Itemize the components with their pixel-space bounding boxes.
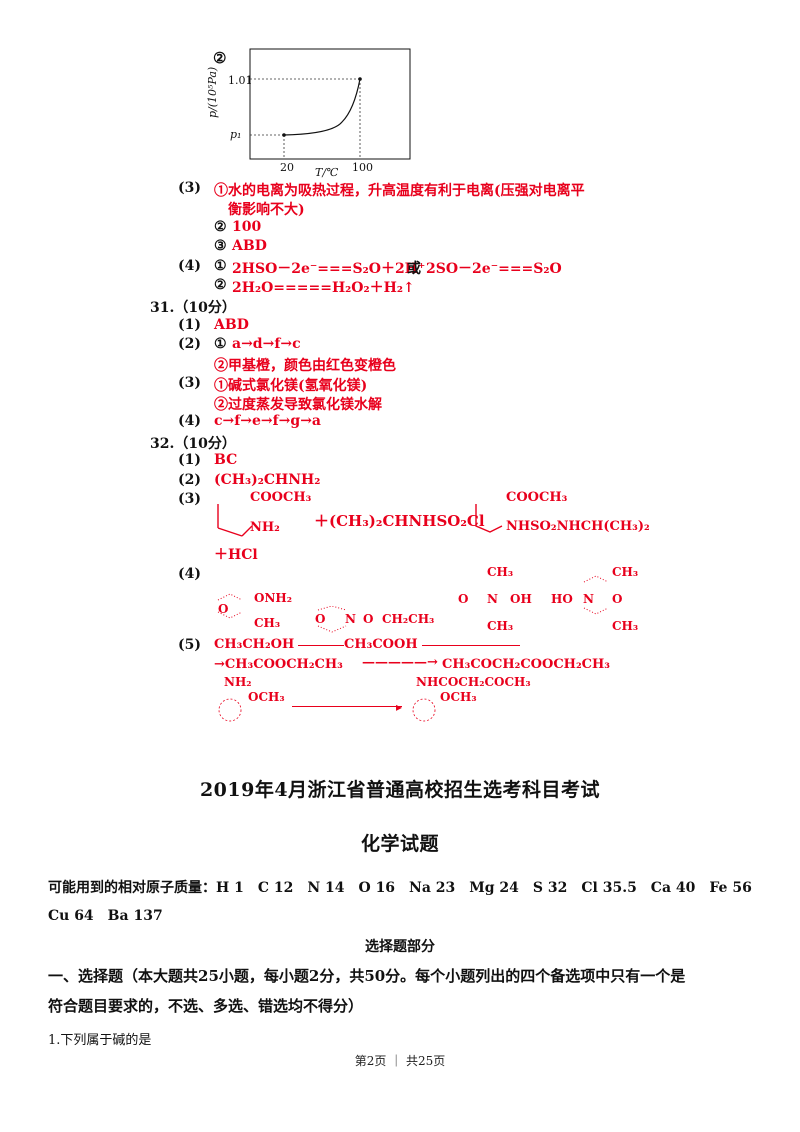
q31-part2-answer-b: ②甲基橙，颜色由红色变橙色	[214, 358, 396, 374]
atomic-masses-line1: 可能用到的相对原子质量：H 1 C 12 N 14 O 16 Na 23 Mg …	[48, 880, 752, 896]
structure-1-ch3: CH₃	[254, 616, 281, 630]
q30-part4-label: (4)	[178, 258, 201, 274]
exam-title: 2019年4月浙江省普通高校招生选考科目考试	[199, 779, 601, 801]
q32-part3-product: NHSO₂NHCH(CH₃)₂	[506, 519, 650, 534]
graph-y-low: p₁	[230, 128, 242, 141]
q30-part4-answer1-alt: 2SO－2e⁻===S₂O	[426, 261, 562, 277]
q32-part1-label: (1)	[178, 452, 201, 468]
q30-part4-answer1-or: 或	[407, 261, 421, 277]
q31-part1-answer: ABD	[214, 317, 249, 333]
graph-y-label: p/(10⁵Pa)	[206, 66, 219, 118]
exam-subtitle: 化学试题	[360, 833, 439, 855]
q31-part3-label: (3)	[178, 375, 201, 391]
page-footer: 第2页 ｜ 共25页	[354, 1054, 446, 1068]
q32-part3-cooch3-b: COOCH₃	[506, 490, 568, 505]
q30-part4-answer1: 2HSO－2e⁻===S₂O＋2H⁺	[232, 261, 426, 277]
pressure-temperature-graph	[249, 48, 411, 160]
q30-part4-answer1-num: ①	[214, 258, 227, 274]
q31-part4-label: (4)	[178, 413, 201, 429]
q32-part3-reagent: ＋(CH₃)₂CHNHSO₂Cl	[314, 512, 485, 530]
q32-part3-label: (3)	[178, 491, 201, 507]
structure-1-o: O	[218, 602, 229, 616]
q30-part3-answer2-num: ②	[214, 219, 227, 235]
structure-2-chain: CH₂CH₃	[382, 612, 435, 626]
question-1: 1.下列属于碱的是	[48, 1033, 152, 1048]
structure-3-o: O	[458, 592, 469, 606]
structure-4-n: N	[583, 592, 594, 606]
structure-2-n: N	[345, 612, 356, 626]
q32-part5-label: (5)	[178, 637, 201, 653]
q32-part5-line1-start: CH₃CH₂OH	[214, 637, 295, 652]
q32-part3-nh2: NH₂	[250, 520, 280, 535]
q31-part2-a-num: ①	[214, 336, 227, 352]
graph-x-tick-20: 20	[280, 161, 294, 174]
q32-heading: 32.（10分）	[150, 436, 236, 452]
q32-part3-hcl: ＋HCl	[214, 547, 258, 563]
q32-part5-nh2: NH₂	[224, 675, 252, 689]
structure-2-ring	[317, 606, 347, 633]
q30-part4-answer2-num: ②	[214, 277, 227, 293]
arrow-3: —————→	[362, 655, 438, 670]
q32-part5-line2-start: →CH₃COOCH₂CH₃	[214, 657, 343, 672]
q30-part4-answer2: 2H₂O=====H₂O₂＋H₂↑	[232, 280, 415, 296]
q32-part4-label: (4)	[178, 566, 201, 582]
benzene-ring-product	[475, 504, 503, 533]
arrow-1	[298, 645, 344, 646]
structure-2-o2: O	[363, 612, 374, 626]
benzene-ring-reactant	[217, 504, 253, 537]
structure-2-o: O	[315, 612, 326, 626]
structure-3-oh: OH	[510, 592, 532, 606]
q32-part5-och3-b: OCH₃	[440, 690, 477, 704]
q32-part1-answer: BC	[214, 452, 238, 468]
instructions-line1: 一、选择题（本大题共25小题，每小题2分，共50分。每个小题列出的四个备选项中只…	[48, 967, 686, 985]
arrow-4	[292, 706, 402, 707]
q31-part3-answer-a: ①碱式氯化镁(氢氧化镁)	[214, 378, 368, 394]
structure-4-ch3-top: CH₃	[612, 565, 639, 579]
q32-part5-och3-a: OCH₃	[248, 690, 285, 704]
q32-part2-label: (2)	[178, 472, 201, 488]
structure-4-ch3-bottom: CH₃	[612, 619, 639, 633]
q32-part5-line1-mid: CH₃COOH	[344, 637, 418, 652]
q31-part2-label: (2)	[178, 336, 201, 352]
structure-1-onh2: ONH₂	[254, 591, 293, 605]
q30-part3-answer1-line2: 衡影响不大)	[228, 202, 305, 218]
q30-part3-answer3-num: ③	[214, 238, 227, 254]
q30-part3-answer1-line1: ①水的电离为吸热过程，升高温度有利于电离(压强对电离平	[214, 183, 585, 199]
arrow-4-head: ▸	[396, 700, 403, 714]
structure-3-ch3-bottom: CH₃	[487, 619, 514, 633]
q31-part2-answer-a: a→d→f→c	[232, 336, 301, 352]
q31-part3-answer-b: ②过度蒸发导致氯化镁水解	[214, 397, 382, 413]
arrow-2	[422, 645, 520, 646]
structure-4-ho: HO	[551, 592, 573, 606]
section-heading: 选择题部分	[365, 939, 435, 955]
benzene-ring-aniline	[218, 698, 242, 722]
q31-part4-answer: c→f→e→f→g→a	[214, 413, 321, 429]
structure-3-ch3-top: CH₃	[487, 565, 514, 579]
q30-part3-label: (3)	[178, 180, 201, 196]
q32-part5-line2-end: CH₃COCH₂COOCH₂CH₃	[442, 657, 610, 672]
graph-y-top: 1.01	[228, 74, 253, 87]
q31-part1-label: (1)	[178, 317, 201, 333]
q30-part3-answer3: ABD	[232, 238, 267, 254]
structure-4-o: O	[612, 592, 623, 606]
q31-heading: 31.（10分）	[150, 300, 236, 316]
q32-part5-nhco: NHCOCH₂COCH₃	[416, 675, 531, 689]
graph-marker: ②	[213, 49, 227, 67]
graph-x-tick-100: 100	[352, 161, 373, 174]
benzene-ring-product-2	[412, 698, 436, 722]
atomic-masses-line2: Cu 64 Ba 137	[48, 908, 163, 924]
q32-part2-answer: (CH₃)₂CHNH₂	[214, 472, 321, 488]
instructions-line2: 符合题目要求的，不选、多选、错选均不得分）	[48, 997, 364, 1015]
graph-x-label: T/℃	[315, 166, 339, 179]
q30-part3-answer2: 100	[232, 219, 262, 235]
structure-3-n: N	[487, 592, 498, 606]
q32-part3-cooch3-a: COOCH₃	[250, 490, 312, 505]
